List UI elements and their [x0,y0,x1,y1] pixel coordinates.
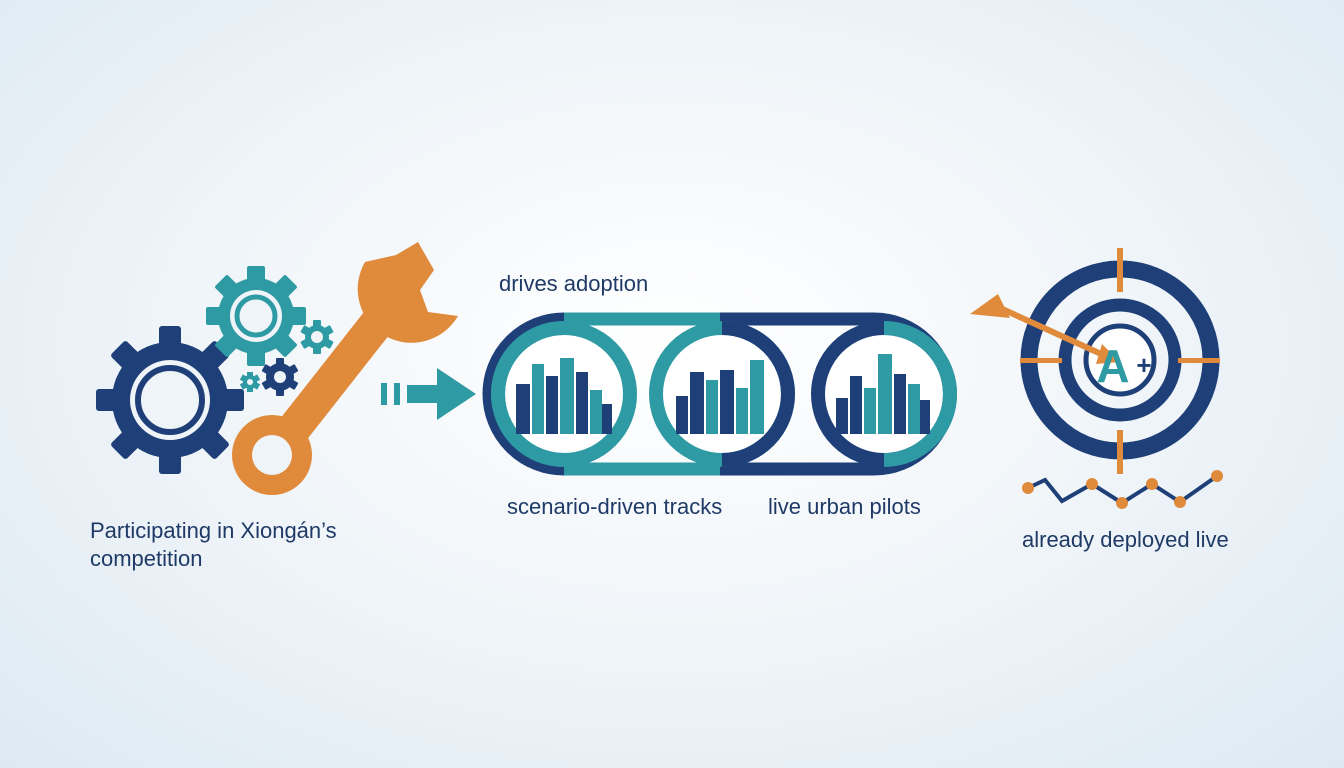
city-skyline-icon [516,358,612,434]
participate-label-line2: competition [90,546,203,571]
tiny-teal-gear-icon [239,372,261,392]
large-gear-icon [96,326,244,474]
teal-gear-icon [206,266,306,366]
scenario-tracks-label: scenario-driven tracks [507,494,723,519]
wrench-icon [232,242,458,495]
urban-pilots-label: live urban pilots [768,494,921,519]
drives-adoption-label: drives adoption [499,271,649,296]
city-skyline-icon [676,360,764,434]
small-teal-gear-icon [300,320,334,354]
grade-letter: A [1096,340,1129,392]
participate-label: Participating in Xiongán’s competition [90,517,337,573]
participate-label-line1: Participating in Xiongán’s [90,518,337,543]
line-trend-icon [1022,470,1223,509]
grade-suffix: + [1136,350,1151,380]
small-navy-gear-icon [261,358,299,396]
dart-arrow-icon [970,294,1120,364]
target-icon [1020,248,1220,474]
deployed-label: already deployed live [1022,527,1229,552]
gear-cluster-icon [96,266,334,474]
grade-a-plus-icon: A + [1096,340,1151,392]
arrow-right-icon [381,368,476,420]
city-skyline-icon [836,354,930,434]
